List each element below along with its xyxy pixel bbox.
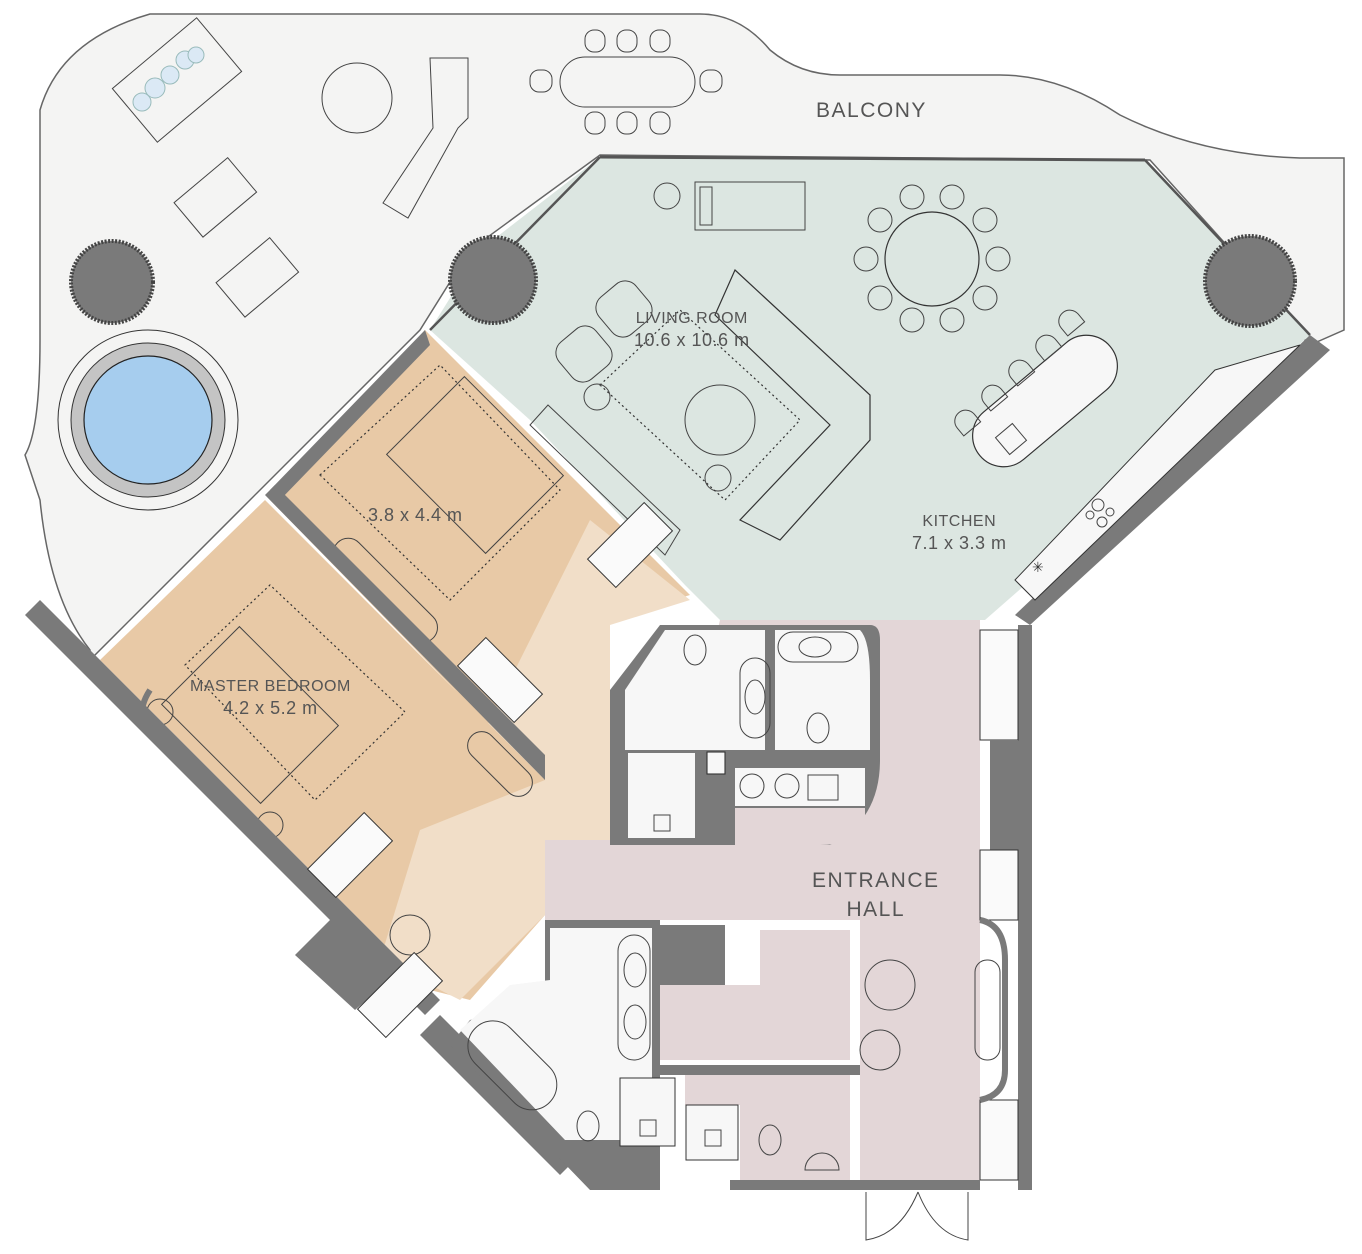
room-name: BALCONY bbox=[816, 99, 927, 122]
outdoor-dining-icon bbox=[529, 29, 723, 135]
sofa-icon bbox=[529, 268, 871, 556]
shower-icon bbox=[639, 1119, 722, 1147]
room-name-line-2: HALL bbox=[846, 898, 906, 921]
bed-icon bbox=[385, 375, 565, 555]
door-swing-icon bbox=[865, 1191, 969, 1241]
column-icon bbox=[69, 234, 1297, 328]
room-dimensions: 10.6 x 10.6 m bbox=[634, 330, 750, 350]
room-dimensions: 4.2 x 5.2 m bbox=[223, 698, 318, 718]
pool-icon bbox=[57, 329, 239, 511]
washer-icon bbox=[739, 773, 800, 799]
fridge-icon: ✳ bbox=[1032, 559, 1044, 575]
room-name: MASTER BEDROOM bbox=[190, 678, 351, 695]
sink-icon bbox=[617, 934, 651, 1061]
balcony-area bbox=[24, 13, 1345, 662]
dining-table-icon bbox=[853, 184, 1011, 333]
wardrobe bbox=[306, 501, 674, 1039]
hob-icon bbox=[1085, 498, 1115, 528]
kitchen-counter: ✳ bbox=[1014, 335, 1330, 625]
toilet-icon bbox=[576, 1110, 840, 1171]
bed-icon bbox=[160, 625, 340, 805]
room-name: KITCHEN bbox=[922, 513, 997, 530]
sink-icon bbox=[739, 631, 859, 801]
room-label-bedroom-2: 3.8 x 4.4 m bbox=[368, 504, 463, 526]
armchair-icon bbox=[864, 959, 916, 1011]
upper-bathrooms bbox=[610, 625, 880, 845]
room-label-entrance-hall: ENTRANCE HALL bbox=[812, 866, 940, 924]
room-label-kitchen: KITCHEN 7.1 x 3.3 m bbox=[912, 512, 1007, 554]
bathtub-icon bbox=[467, 1020, 558, 1111]
room-label-living-room: LIVING ROOM 10.6 x 10.6 m bbox=[634, 309, 750, 351]
room-dimensions: 3.8 x 4.4 m bbox=[368, 505, 463, 525]
entrance-storage bbox=[859, 625, 1032, 1190]
kitchen-island-icon bbox=[954, 309, 1118, 468]
armchair-icon bbox=[555, 325, 613, 383]
room-label-balcony: BALCONY bbox=[816, 96, 927, 125]
master-bedroom-area bbox=[100, 500, 545, 1000]
piano-icon bbox=[653, 181, 806, 231]
shower-icon bbox=[653, 814, 671, 832]
room-name: ENTRANCE bbox=[812, 869, 940, 892]
sun-lounger-icon bbox=[111, 17, 469, 318]
room-name: LIVING ROOM bbox=[635, 310, 748, 327]
room-dimensions: 7.1 x 3.3 m bbox=[912, 533, 1007, 553]
lower-bathrooms bbox=[450, 920, 860, 1190]
toilet-icon bbox=[683, 634, 830, 744]
room-label-master-bedroom: MASTER BEDROOM 4.2 x 5.2 m bbox=[190, 677, 351, 719]
